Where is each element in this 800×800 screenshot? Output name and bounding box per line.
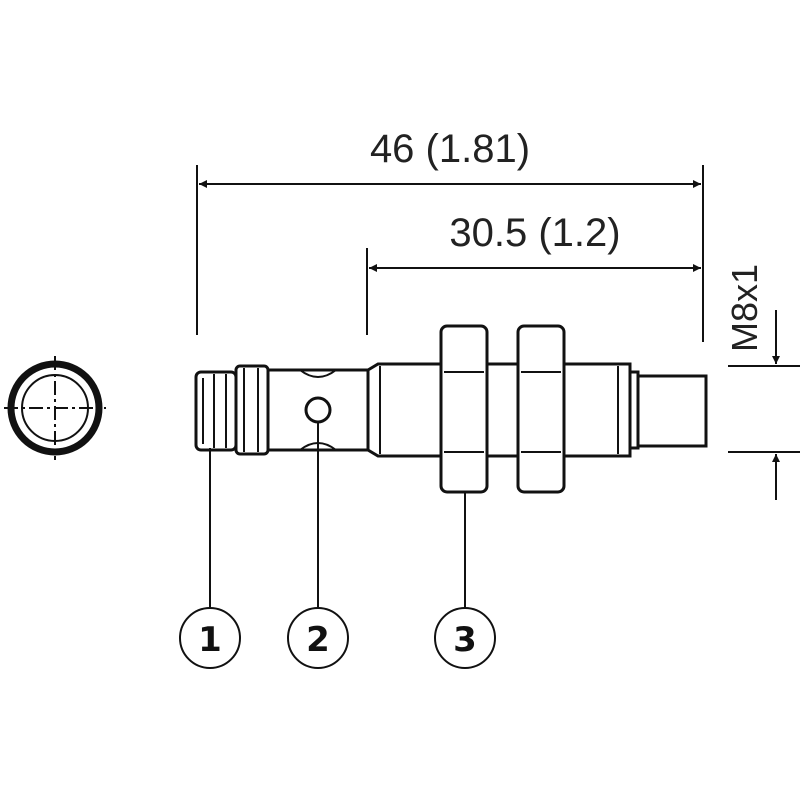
extension-lines <box>196 165 800 453</box>
overall-length-label: 46 (1.81) <box>370 127 530 171</box>
end-view-circle <box>4 356 106 460</box>
thread-size-dimension: M8x1 <box>724 264 780 500</box>
callout-3-label: 3 <box>453 620 477 660</box>
thread-size-label: M8x1 <box>724 264 765 352</box>
threaded-length-dimension: 30.5 (1.2) <box>369 211 701 272</box>
sensor-body <box>194 324 708 494</box>
callout-1: 1 <box>179 448 241 669</box>
threaded-length-label: 30.5 (1.2) <box>449 211 620 255</box>
callout-2-label: 2 <box>306 620 330 660</box>
callout-1-label: 1 <box>198 620 222 660</box>
callout-3: 3 <box>434 492 496 669</box>
callout-2: 2 <box>287 422 349 669</box>
overall-length-dimension: 46 (1.81) <box>199 127 701 188</box>
